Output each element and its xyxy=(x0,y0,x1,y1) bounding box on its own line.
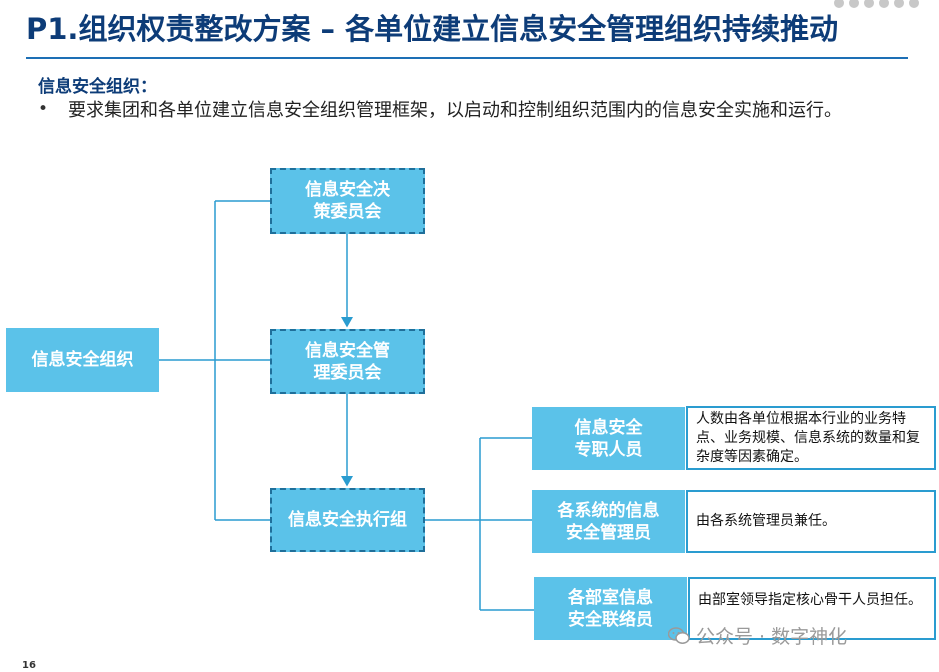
management-label-line2: 理委员会 xyxy=(313,362,382,383)
root-box-info-security-org: 信息安全组织 xyxy=(6,328,159,392)
role-label-line2: 安全联络员 xyxy=(568,609,653,630)
role-desc-text: 由部室领导指定核心骨干人员担任。 xyxy=(698,592,922,608)
role-label-line2: 专职人员 xyxy=(574,439,643,460)
section-heading: 信息安全组织： xyxy=(38,77,157,97)
management-committee-box: 信息安全管理委员会 xyxy=(270,329,425,394)
role-desc-dept-liaisons: 由部室领导指定核心骨干人员担任。 xyxy=(688,577,936,640)
decision-label-line2: 策委员会 xyxy=(313,202,382,222)
role-label-line1: 各系统的信息 xyxy=(557,500,660,521)
title-divider xyxy=(26,57,908,59)
role-box-system-admins: 各系统的信息安全管理员 xyxy=(532,490,685,553)
role-label-line2: 安全管理员 xyxy=(566,522,651,543)
page-number: 16 xyxy=(22,660,36,671)
role-desc-dedicated-staff: 人数由各单位根据本行业的业务特点、业务规模、信息系统的数量和复杂度等因素确定。 xyxy=(686,406,936,470)
execution-group-box: 信息安全执行组 xyxy=(270,488,425,552)
root-box-label: 信息安全组织 xyxy=(31,350,134,370)
bullet-marker: • xyxy=(38,99,49,119)
role-desc-text: 由各系统管理员兼任。 xyxy=(696,513,836,529)
role-label-line1: 信息安全 xyxy=(574,417,643,438)
role-box-dedicated-staff: 信息安全专职人员 xyxy=(532,407,685,470)
decision-label-line1: 信息安全决 xyxy=(305,180,390,200)
wechat-icon xyxy=(668,626,690,644)
corner-decoration xyxy=(834,0,919,8)
role-desc-text: 人数由各单位根据本行业的业务特点、业务规模、信息系统的数量和复杂度等因素确定。 xyxy=(696,410,920,465)
watermark: 公众号 · 数字神化 xyxy=(668,622,847,649)
watermark-text: 公众号 · 数字神化 xyxy=(696,626,848,648)
role-label-line1: 各部室信息 xyxy=(568,587,653,608)
decision-committee-box: 信息安全决策委员会 xyxy=(270,168,425,234)
execution-label: 信息安全执行组 xyxy=(288,510,407,530)
management-label-line1: 信息安全管 xyxy=(305,340,390,361)
page-title: P1.组织权责整改方案 – 各单位建立信息安全管理组织持续推动 xyxy=(26,12,839,46)
role-desc-system-admins: 由各系统管理员兼任。 xyxy=(686,490,936,553)
bullet-text: 要求集团和各单位建立信息安全组织管理框架，以启动和控制组织范围内的信息安全实施和… xyxy=(68,100,842,121)
role-box-dept-liaisons: 各部室信息安全联络员 xyxy=(534,577,687,640)
